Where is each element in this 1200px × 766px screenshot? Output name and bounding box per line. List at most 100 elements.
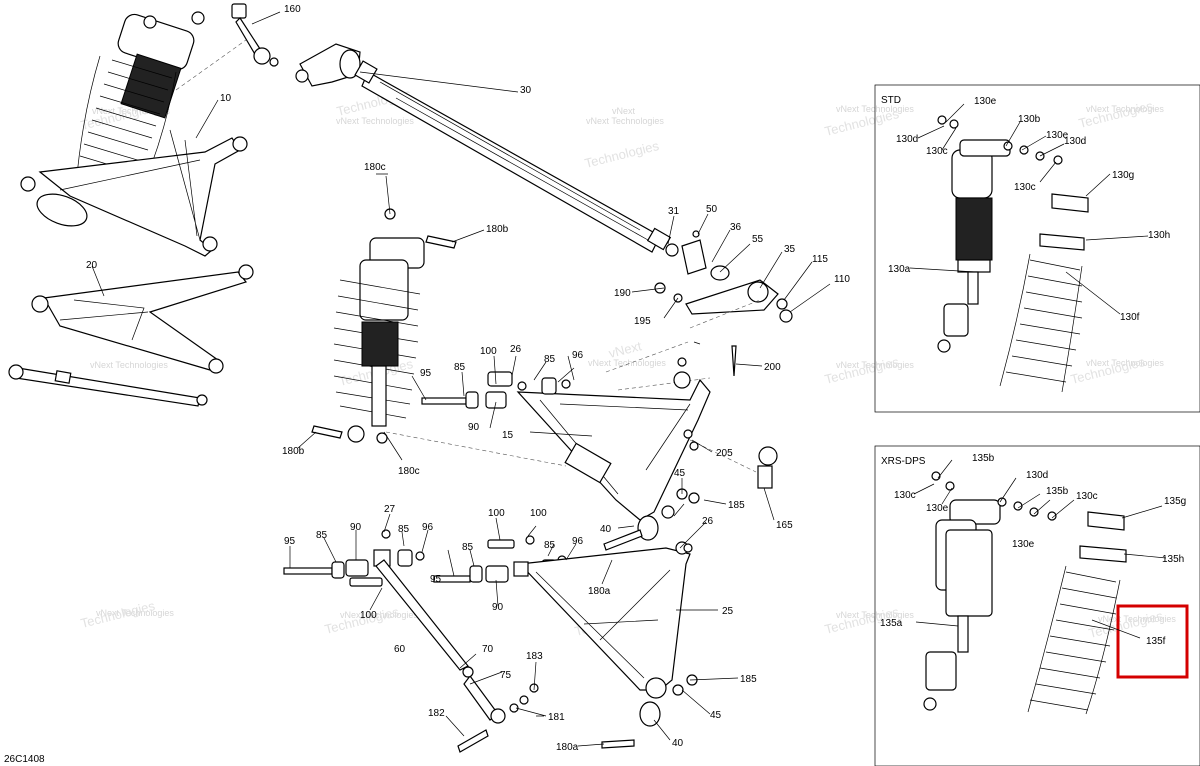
callout-label: 10 [220,93,232,104]
pitman-arm-35 [654,279,793,323]
lower-bolts [601,505,698,749]
callout-label: 130c [1014,182,1036,193]
callout-label: 180b [282,446,305,457]
callout-label: 31 [668,206,680,217]
callout-label: 26 [510,344,522,355]
callout-label: 130h [1148,230,1170,241]
callout-label: 185 [728,500,745,511]
callout-label: 115 [812,254,828,265]
watermark: Technologies [583,138,661,171]
callout-label: 85 [462,542,474,553]
callout-label: 20 [86,260,98,271]
watermark: vNext Technologies [1098,614,1176,624]
callout-label: 85 [316,530,328,541]
callout-label: 27 [384,504,396,515]
pitman-arm [295,43,361,87]
callout-label: 130d [1064,136,1086,147]
callout-label: 130g [1112,170,1134,181]
callout-label: 135g [1164,496,1186,507]
callout-label: 55 [752,234,764,245]
shock-assembly-center [311,208,457,444]
callout-label: 100 [488,508,505,519]
diagram-code: 26C1408 [4,754,45,765]
watermark: vNext Technologies [90,360,168,370]
callout-label: 130e [926,503,949,514]
callout-label: 135b [972,453,995,464]
box-std-title: STD [881,95,901,106]
callout-label: 130e [974,96,997,107]
callout-label: 180a [556,742,579,753]
box-xrs-title: XRS-DPS [881,456,926,467]
callout-label: 180a [588,586,611,597]
callout-label: 135f [1146,636,1166,647]
callout-label: 180c [398,466,420,477]
callout-label: 130d [1026,470,1048,481]
callout-label: 100 [360,610,377,621]
mount-bolts-right [676,345,737,504]
a-arm-20 [31,264,254,374]
callout-label: 182 [428,708,445,719]
callout-label: 135b [1046,486,1069,497]
tie-rod-end-75 [457,666,539,753]
callout-label: 35 [784,244,796,255]
callout-label: 85 [454,362,466,373]
drive-shaft-30 [354,60,672,253]
callout-label: 110 [834,274,850,285]
callout-label: 90 [468,422,480,433]
callout-labels: 160 30 10 20 31 50 36 55 35 115 110 190 … [86,4,850,753]
callout-label: 85 [544,540,556,551]
callout-label: 40 [600,524,612,535]
steering-end-160 [231,3,279,67]
callout-label: 130e [1046,130,1069,141]
watermark: vNext Technologies [1086,358,1164,368]
watermark: vNext Technologies [588,358,666,368]
a-arm-15 [516,371,778,521]
callout-label: 96 [572,536,584,547]
dashed-guides [175,39,761,473]
a-arm-10 [20,129,248,257]
callout-label: 135h [1162,554,1184,565]
callout-label: 40 [672,738,684,749]
callout-label: 96 [572,350,584,361]
bushing-set-upper [421,371,571,409]
watermark: vNext Technologies [1086,104,1164,114]
steering-small-parts [665,230,730,281]
callout-label: 95 [284,536,296,547]
callout-label: 100 [530,508,547,519]
a-arm-25 [513,515,691,727]
xrs-labels: 135b 130c 130e 130d 135b 130c 135g 130e … [880,453,1186,647]
callout-label: 160 [284,4,301,15]
callout-label: 26 [702,516,714,527]
callout-label: 95 [420,368,432,379]
callout-label: 180b [486,224,509,235]
callout-label: 183 [526,651,543,662]
callout-label: 45 [710,710,722,721]
callout-label: 85 [398,524,410,535]
watermark: Technologies [79,598,157,631]
watermark: vNext Technologies [336,116,414,126]
callout-label: 130d [896,134,918,145]
callout-label: 165 [776,520,793,531]
watermark: vNext [612,106,636,116]
callout-label: 195 [634,316,651,327]
callout-label: 200 [764,362,781,373]
callout-label: 25 [722,606,734,617]
box-std: STD [874,84,1200,413]
shock-assembly-top-left [75,11,205,203]
callout-label: 130c [1076,491,1098,502]
bushing-set-lower-left [283,529,425,587]
callout-label: 130b [1018,114,1041,125]
callout-label: 90 [350,522,362,533]
callout-label: 15 [502,430,514,441]
callout-label: 75 [500,670,512,681]
tie-rod-lower-left [8,364,208,407]
callout-label: 185 [740,674,757,685]
box-xrs-dps: XRS-DPS [874,445,1200,766]
watermark: vNext Technologies [586,116,664,126]
callout-label: 60 [394,644,406,655]
callout-label: 95 [430,574,442,585]
callout-label: 130a [888,264,911,275]
callout-label: 70 [482,644,494,655]
callout-label: 45 [674,468,686,479]
